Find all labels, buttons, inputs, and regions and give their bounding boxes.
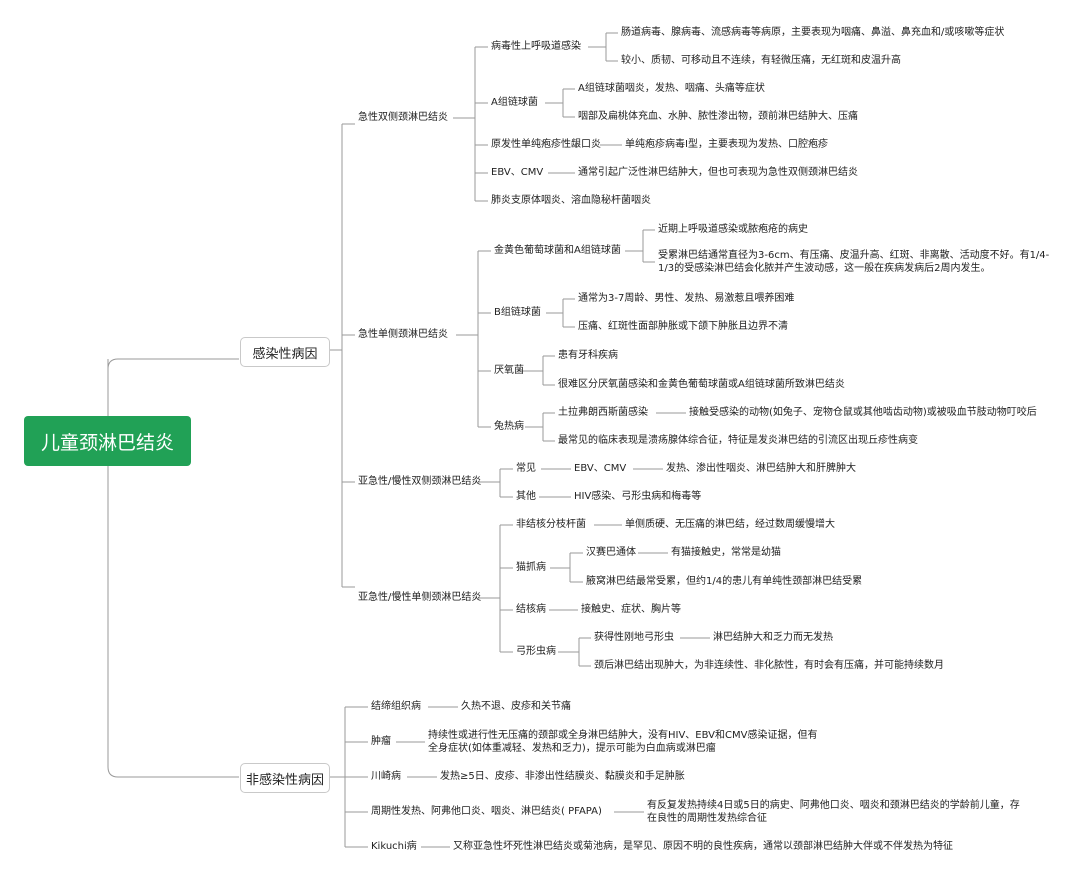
viral-uri-detail-1: 肠道病毒、腺病毒、流感病毒等病原，主要表现为咽痛、鼻溢、鼻充血和/或咳嗽等症状: [621, 27, 1005, 38]
node-tularemia[interactable]: 兔热病: [494, 421, 524, 432]
tularemia-detail: 最常见的临床表现是溃疡腺体综合征，特征是发炎淋巴结的引流区出现丘疹性病变: [558, 435, 918, 446]
node-ntm[interactable]: 非结核分枝杆菌: [516, 519, 586, 530]
node-common[interactable]: 常见: [516, 463, 536, 474]
node-mycoplasma[interactable]: 肺炎支原体咽炎、溶血隐秘杆菌咽炎: [491, 195, 651, 206]
kawasaki-detail: 发热≥5日、皮疹、非渗出性结膜炎、黏膜炎和手足肿胀: [440, 771, 685, 782]
tuberculosis-detail: 接触史、症状、胸片等: [581, 604, 681, 615]
toxoplasma-gondii-detail: 淋巴结肿大和乏力而无发热: [713, 632, 833, 643]
node-anaerobe[interactable]: 厌氧菌: [494, 365, 524, 376]
node-staph-gas[interactable]: 金黄色葡萄球菌和A组链球菌: [494, 245, 621, 256]
node-gbs[interactable]: B组链球菌: [494, 307, 541, 318]
pfapa-detail: 有反复发热持续4日或5日的病史、阿弗他口炎、咽炎和颈淋巴结炎的学龄前儿童，存在良…: [647, 800, 1020, 824]
node-viral-uri[interactable]: 病毒性上呼吸道感染: [491, 41, 581, 52]
bartonella-detail: 有猫接触史，常常是幼猫: [671, 547, 781, 558]
toxoplasmosis-detail: 颈后淋巴结出现肿大，为非连续性、非化脓性，有时会有压痛，并可能持续数月: [594, 660, 944, 671]
ctd-detail: 久热不退、皮疹和关节痛: [461, 701, 571, 712]
node-other[interactable]: 其他: [516, 491, 536, 502]
node-noninfectious-label: 非感染性病因: [245, 772, 324, 788]
node-kawasaki[interactable]: 川崎病: [371, 771, 401, 782]
node-toxoplasmosis[interactable]: 弓形虫病: [516, 646, 556, 657]
ntm-detail: 单侧质硬、无压痛的淋巴结，经过数周缓慢增大: [625, 519, 835, 530]
node-acute-bilateral[interactable]: 急性双侧颈淋巴结炎: [358, 112, 448, 123]
node-kikuchi[interactable]: Kikuchi病: [371, 841, 417, 852]
node-cat-scratch[interactable]: 猫抓病: [516, 562, 546, 573]
gbs-detail-1: 通常为3-7周龄、男性、发热、易激惹且喂养困难: [578, 293, 795, 304]
node-subacute-unilateral[interactable]: 亚急性/慢性单侧颈淋巴结炎: [358, 592, 482, 603]
anaerobe-detail-1: 患有牙科疾病: [558, 350, 618, 361]
tumor-detail: 持续性或进行性无压痛的颈部或全身淋巴结肿大，没有HIV、EBV和CMV感染证据，…: [428, 730, 818, 754]
node-acute-unilateral[interactable]: 急性单侧颈淋巴结炎: [358, 329, 448, 340]
node-gas-bilateral[interactable]: A组链球菌: [491, 97, 538, 108]
ebv-cmv-subacute-detail: 发热、渗出性咽炎、淋巴结肿大和肝脾肿大: [666, 463, 856, 474]
node-infectious[interactable]: 感染性病因: [240, 337, 330, 367]
staph-gas-detail-1: 近期上呼吸道感染或脓疱疮的病史: [658, 224, 808, 235]
root-node[interactable]: 儿童颈淋巴结炎: [24, 416, 191, 466]
node-subacute-bilateral[interactable]: 亚急性/慢性双侧颈淋巴结炎: [358, 476, 482, 487]
node-ctd[interactable]: 结缔组织病: [371, 701, 421, 712]
gas-bilateral-detail-2: 咽部及扁桃体充血、水肿、脓性渗出物，颈前淋巴结肿大、压痛: [578, 111, 858, 122]
node-toxoplasma-gondii[interactable]: 获得性刚地弓形虫: [594, 632, 674, 643]
node-infectious-label: 感染性病因: [252, 346, 318, 362]
node-tuberculosis[interactable]: 结核病: [516, 604, 546, 615]
node-ebv-cmv-bilateral[interactable]: EBV、CMV: [491, 167, 544, 178]
node-noninfectious[interactable]: 非感染性病因: [240, 763, 330, 793]
node-francisella[interactable]: 土拉弗朗西斯菌感染: [558, 407, 648, 418]
gas-bilateral-detail-1: A组链球菌咽炎，发热、咽痛、头痛等症状: [578, 83, 765, 94]
node-bartonella[interactable]: 汉赛巴通体: [586, 547, 636, 558]
francisella-detail: 接触受感染的动物(如兔子、宠物仓鼠或其他啮齿动物)或被吸血节肢动物叮咬后: [689, 407, 1037, 418]
root-label: 儿童颈淋巴结炎: [40, 431, 174, 454]
ebv-cmv-bilateral-detail: 通常引起广泛性淋巴结肿大，但也可表现为急性双侧颈淋巴结炎: [578, 167, 858, 178]
anaerobe-detail-2: 很难区分厌氧菌感染和金黄色葡萄球菌或A组链球菌所致淋巴结炎: [558, 379, 845, 390]
staph-gas-detail-2: 受累淋巴结通常直径为3-6cm、有压痛、皮温升高、红斑、非离散、活动度不好。有1…: [658, 250, 1050, 274]
node-tumor[interactable]: 肿瘤: [371, 736, 391, 747]
cat-scratch-detail: 腋窝淋巴结最常受累，但约1/4的患儿有单纯性颈部淋巴结受累: [586, 576, 863, 587]
node-ebv-cmv-subacute[interactable]: EBV、CMV: [574, 463, 627, 474]
other-detail: HIV感染、弓形虫病和梅毒等: [574, 491, 702, 502]
node-hsv-gingivostomatitis[interactable]: 原发性单纯疱疹性龈口炎: [491, 139, 601, 150]
node-pfapa[interactable]: 周期性发热、阿弗他口炎、咽炎、淋巴结炎( PFAPA): [371, 806, 602, 817]
gbs-detail-2: 压痛、红斑性面部肿胀或下颌下肿胀且边界不清: [578, 321, 788, 332]
hsv-detail: 单纯疱疹病毒I型，主要表现为发热、口腔疱疹: [625, 139, 828, 150]
kikuchi-detail: 又称亚急性坏死性淋巴结炎或菊池病，是罕见、原因不明的良性疾病，通常以颈部淋巴结肿…: [453, 841, 953, 852]
viral-uri-detail-2: 较小、质韧、可移动且不连续，有轻微压痛，无红斑和皮温升高: [621, 55, 901, 66]
